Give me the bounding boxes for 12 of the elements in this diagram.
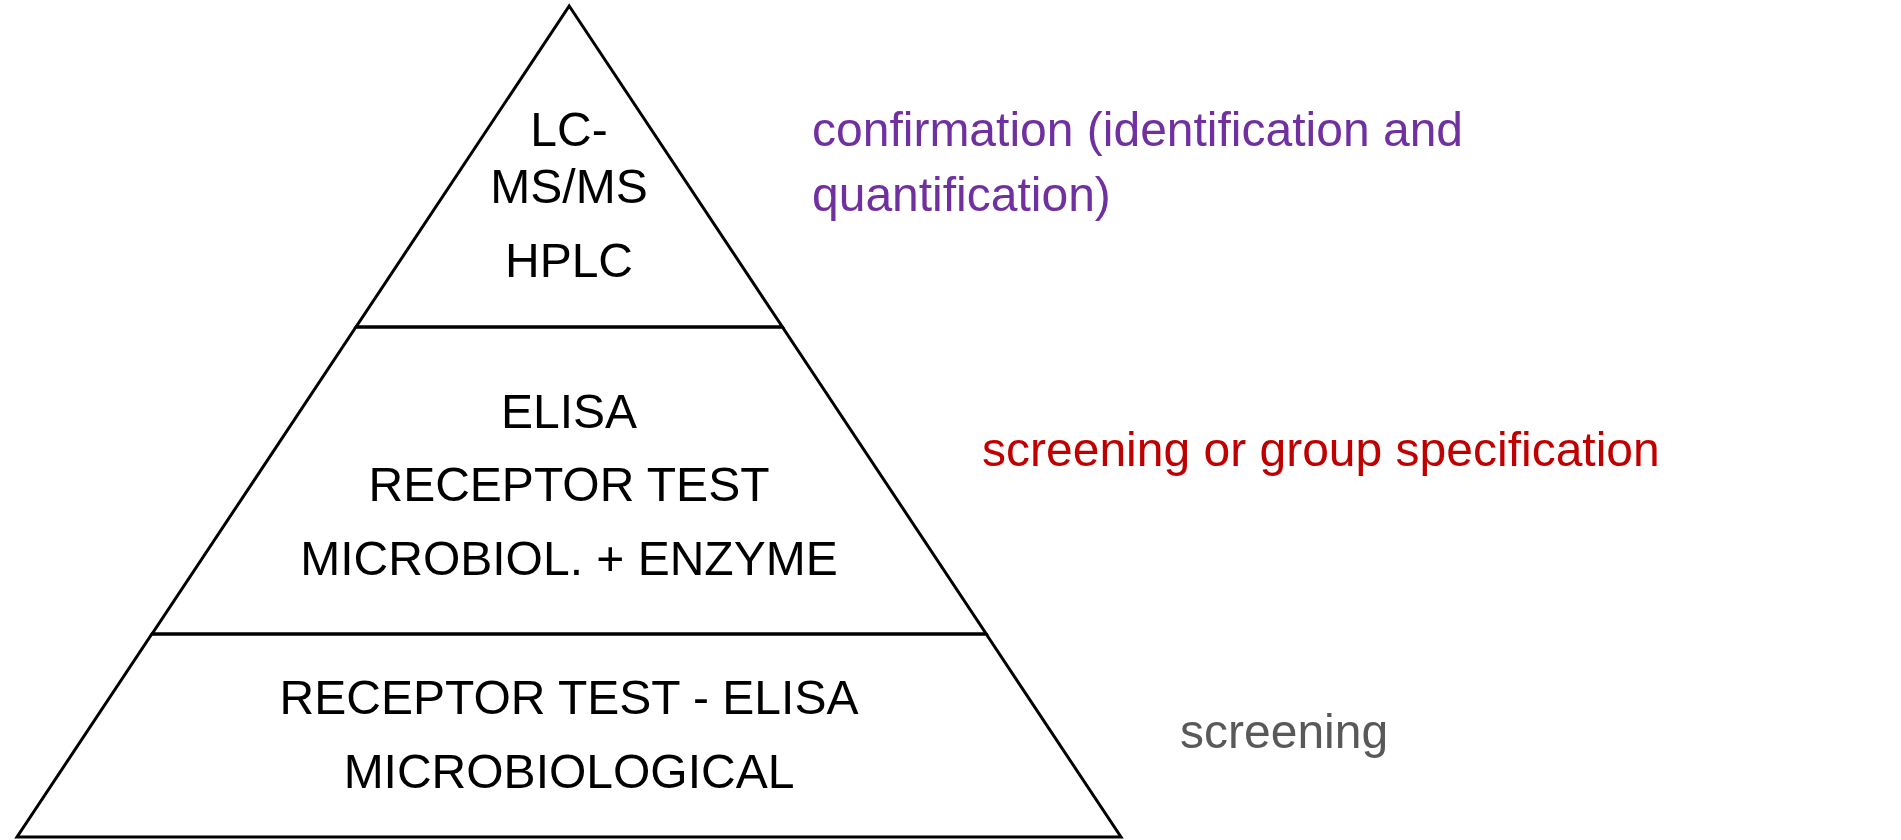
method-label: ELISA (500, 383, 638, 440)
method-label: RECEPTOR TEST - ELISA (279, 670, 859, 727)
pyramid-tier (17, 634, 1121, 837)
tier-caption: screening or group specification (982, 422, 1661, 478)
pyramid-tier (355, 6, 783, 327)
tier-caption: confirmation (identification and quantification) (812, 102, 1465, 223)
method-label: RECEPTOR TEST (368, 457, 770, 514)
method-label: HPLC (504, 232, 633, 289)
tier-caption: screening (1180, 704, 1390, 760)
method-label: MICROBIOL. + ENZYME (300, 530, 838, 587)
method-label: MICROBIOLOGICAL (343, 744, 795, 800)
method-label: LC-MS/MS (489, 101, 649, 216)
